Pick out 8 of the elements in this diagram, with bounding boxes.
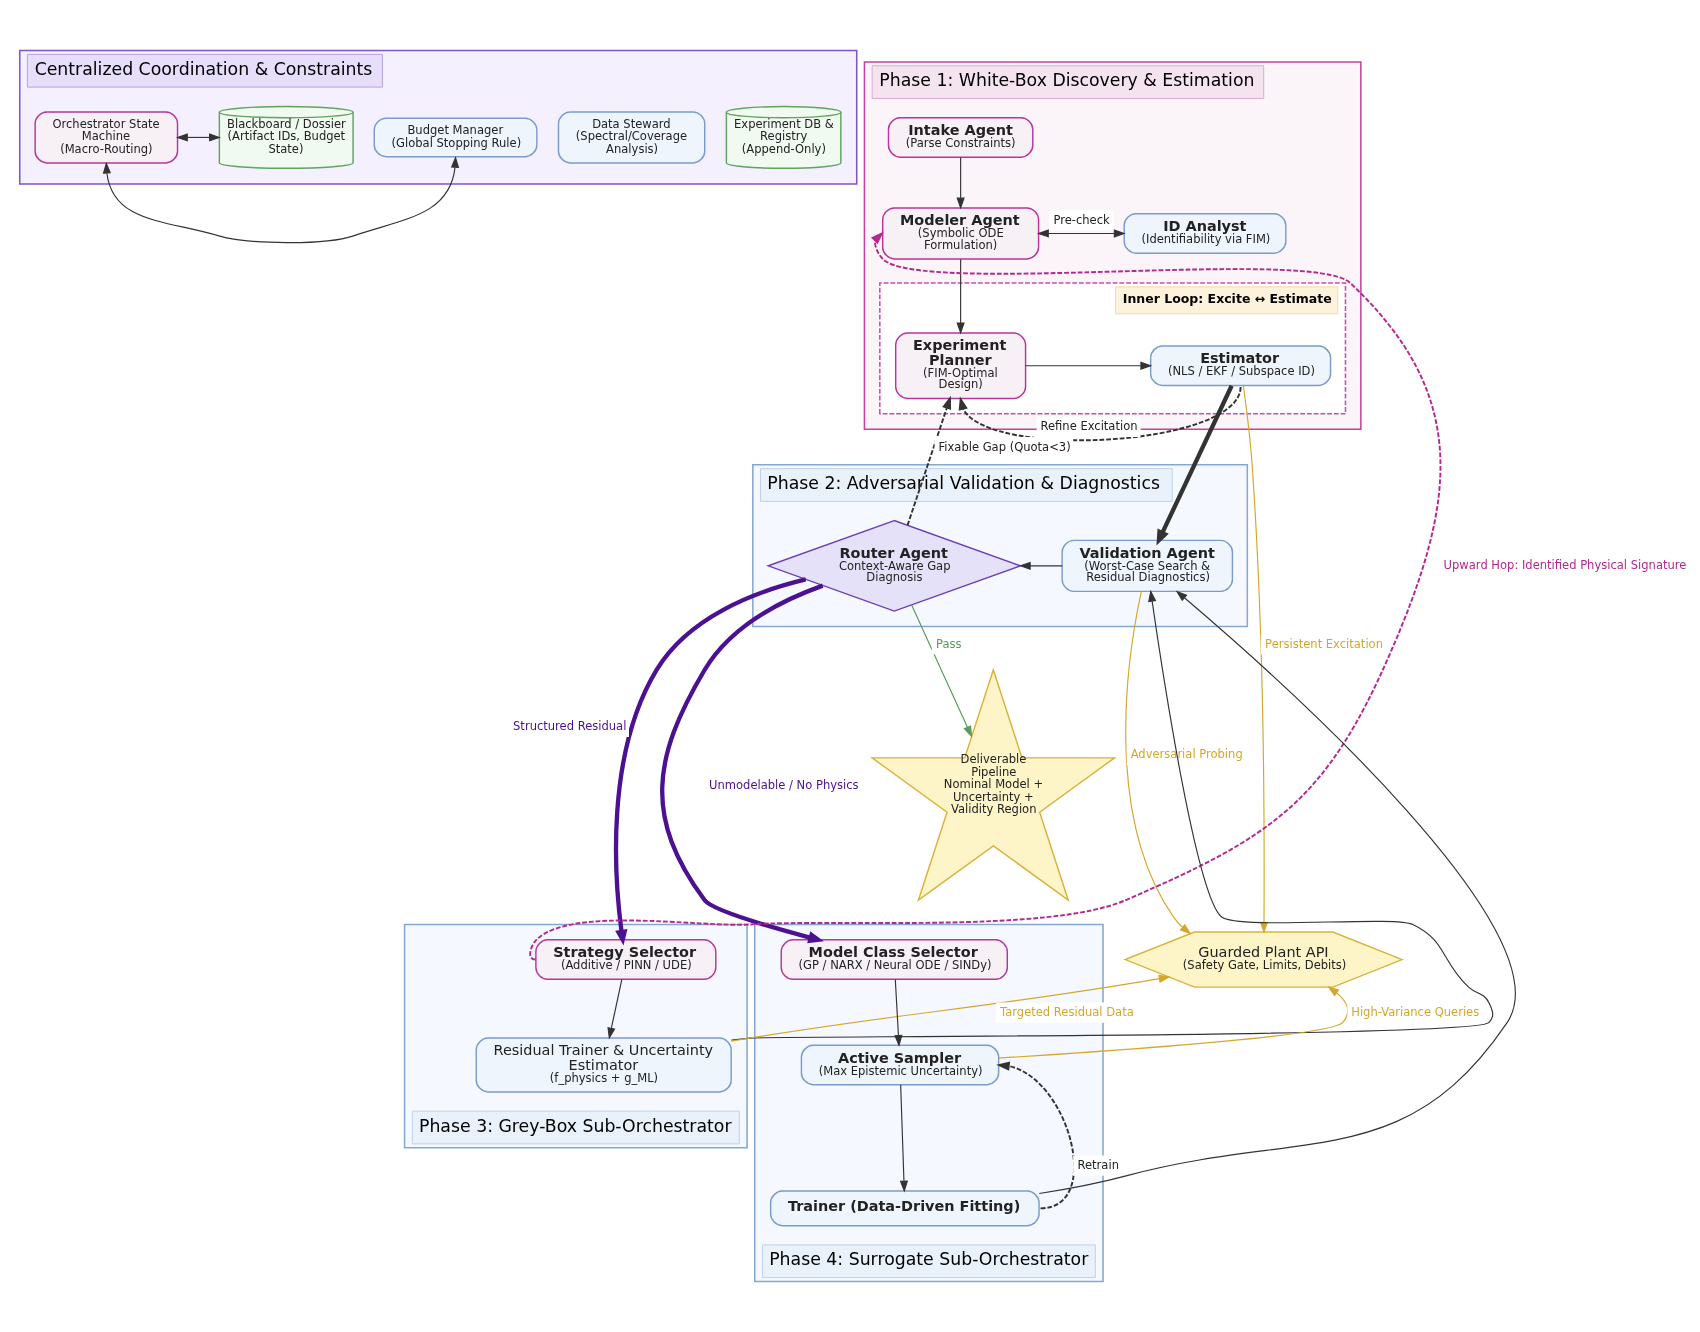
edge-label: High-Variance Queries [1351, 1005, 1480, 1020]
edge-label: Structured Residual [513, 719, 627, 734]
edge-label: Unmodelable / No Physics [709, 777, 859, 792]
edge-label: Upward Hop: Identified Physical Signature [1443, 558, 1687, 573]
edge-label: Pre-check [1053, 212, 1110, 227]
edge-label: Fixable Gap (Quota<3) [938, 439, 1071, 454]
edge-label: Pass [936, 636, 962, 651]
edge-label: Persistent Excitation [1265, 636, 1383, 651]
